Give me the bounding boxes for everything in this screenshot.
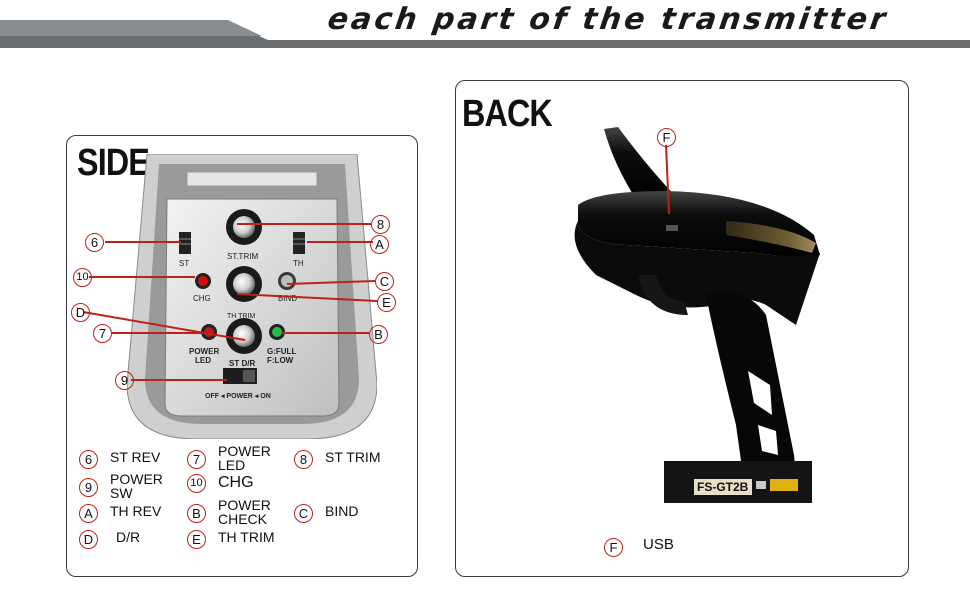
- legend-text: POWER SW: [110, 471, 163, 501]
- st-label: ST: [179, 259, 189, 268]
- legend-badge: F: [604, 538, 623, 557]
- legend-text: TH REV: [110, 503, 162, 519]
- header-bar: [0, 20, 970, 48]
- legend-item-bind: C BIND: [294, 504, 358, 523]
- legend-item-st-rev: 6 ST REV: [79, 450, 160, 469]
- back-panel: BACK FS-GT2B: [455, 80, 909, 577]
- chg-label: CHG: [193, 294, 211, 303]
- callout-7: 7: [93, 324, 112, 343]
- legend-badge: D: [79, 530, 98, 549]
- legend-item-usb: F USB: [604, 536, 674, 557]
- legend-item-power-check: B POWER CHECK: [187, 498, 271, 526]
- legend-badge: 6: [79, 450, 98, 469]
- callout-10: 10: [73, 268, 92, 287]
- callout-e: E: [377, 293, 396, 312]
- legend-badge: A: [79, 504, 98, 523]
- legend-item-st-trim: 8 ST TRIM: [294, 450, 381, 469]
- side-panel: SIDE ST TH ST.TRIM CHG: [66, 135, 418, 577]
- callout-8: 8: [371, 215, 390, 234]
- legend-text: USB: [643, 536, 674, 553]
- callout-6: 6: [85, 233, 104, 252]
- th-trim-label: TH TRIM: [227, 313, 255, 320]
- legend-item-dr: D D/R: [79, 530, 140, 549]
- callout-c: C: [375, 272, 394, 291]
- legend-text: D/R: [116, 529, 141, 545]
- legend-item-chg: 10 CHG: [187, 474, 254, 493]
- off-power-on-label: OFF ◂ POWER ◂ ON: [205, 393, 271, 400]
- legend-badge: 9: [79, 478, 98, 497]
- legend-item-th-rev: A TH REV: [79, 504, 161, 523]
- back-heading: BACK: [462, 93, 553, 135]
- legend-badge: B: [187, 504, 206, 523]
- legend-badge: C: [294, 504, 313, 523]
- bind-label: BIND: [278, 294, 297, 303]
- st-dr-label: ST D/R: [229, 359, 255, 368]
- callout-f: F: [657, 128, 676, 147]
- legend-item-power-led: 7 POWER LED: [187, 444, 271, 472]
- side-heading: SIDE: [77, 142, 150, 184]
- legend-badge: E: [187, 530, 206, 549]
- legend-text: ST REV: [110, 449, 161, 465]
- side-callout-lines: [82, 223, 378, 381]
- callout-9: 9: [115, 371, 134, 390]
- legend-badge: 8: [294, 450, 313, 469]
- legend-text: POWER CHECK: [218, 497, 271, 527]
- th-label: TH: [293, 259, 304, 268]
- back-callout-line: [665, 144, 670, 215]
- legend-badge: 7: [187, 450, 206, 469]
- page-title: each part of the transmitter: [325, 2, 891, 37]
- legend-item-power-sw: 9 POWER SW: [79, 472, 163, 500]
- legend-text: POWER LED: [218, 443, 271, 473]
- callout-b: B: [369, 325, 388, 344]
- legend-text: BIND: [325, 503, 359, 519]
- legend-text: ST TRIM: [325, 449, 381, 465]
- callout-d: D: [71, 303, 90, 322]
- back-transmitter-illustration: FS-GT2B: [574, 127, 820, 503]
- callout-a: A: [370, 235, 389, 254]
- legend-text: CHG: [218, 474, 254, 491]
- legend-badge: 10: [187, 474, 206, 493]
- model-label: FS-GT2B: [697, 480, 749, 494]
- legend-text: TH TRIM: [218, 529, 275, 545]
- legend-item-th-trim: E TH TRIM: [187, 530, 275, 549]
- st-trim-label: ST.TRIM: [227, 252, 258, 261]
